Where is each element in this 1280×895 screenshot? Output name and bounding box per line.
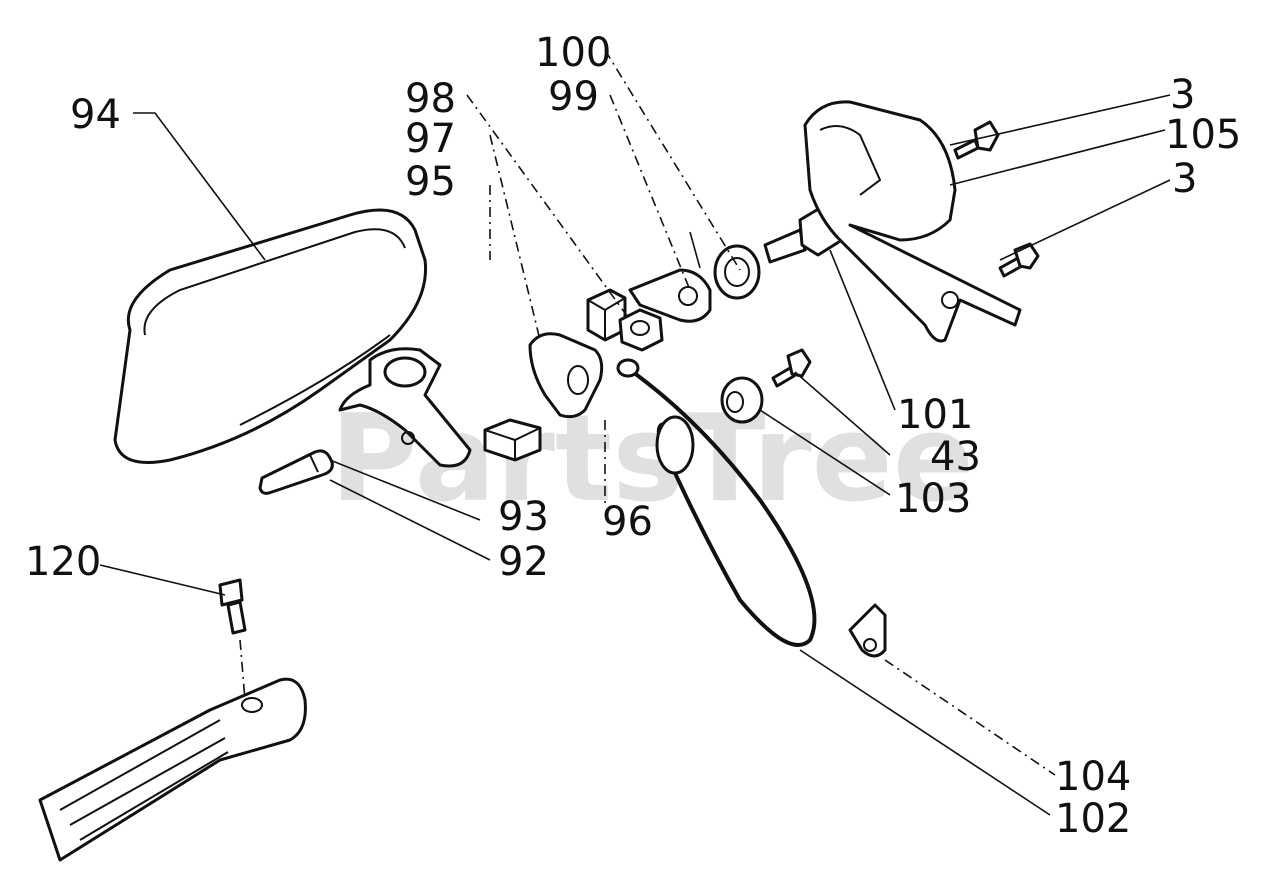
screw-part-3-lower — [998, 242, 1040, 278]
assembly-lines — [239, 49, 1056, 776]
clip-part-104 — [848, 603, 887, 658]
label-93: 93 — [498, 494, 549, 540]
cover-part-105 — [803, 100, 1022, 343]
block-part-96 — [483, 418, 542, 462]
screw-part-3-upper — [953, 120, 1000, 160]
lever-part-97 — [528, 332, 604, 419]
label-102: 102 — [1055, 796, 1131, 842]
label-104: 104 — [1055, 754, 1131, 800]
screw-part-43 — [771, 348, 812, 388]
handle-grip-part-94 — [113, 208, 428, 464]
label-101: 101 — [897, 392, 973, 438]
bolt-part-120 — [218, 578, 247, 635]
label-94: 94 — [70, 92, 121, 138]
label-105: 105 — [1165, 112, 1241, 158]
pulley-part-100 — [713, 244, 761, 300]
label-95: 95 — [405, 159, 456, 205]
label-100: 100 — [535, 30, 611, 76]
label-96: 96 — [602, 499, 653, 545]
label-3-lower: 3 — [1172, 156, 1197, 202]
block-part-96b — [586, 288, 627, 342]
shaft — [38, 677, 307, 862]
plate-part-99 — [628, 231, 712, 323]
pin-part-92 — [258, 449, 334, 495]
label-97: 97 — [405, 116, 456, 162]
label-43: 43 — [930, 434, 981, 480]
label-98: 98 — [405, 76, 456, 122]
cable-part-102 — [616, 358, 817, 647]
label-99: 99 — [548, 74, 599, 120]
handle-clamp-part-93 — [338, 347, 472, 468]
label-103: 103 — [895, 476, 971, 522]
label-92: 92 — [498, 539, 549, 585]
part-labels: 94 98 97 95 100 99 3 105 3 101 43 103 93… — [25, 30, 1241, 842]
label-3-upper: 3 — [1170, 72, 1195, 118]
label-120: 120 — [25, 539, 101, 585]
leader-lines — [99, 94, 1171, 816]
nut-part-98 — [618, 308, 664, 352]
roller-part-103 — [720, 376, 764, 424]
